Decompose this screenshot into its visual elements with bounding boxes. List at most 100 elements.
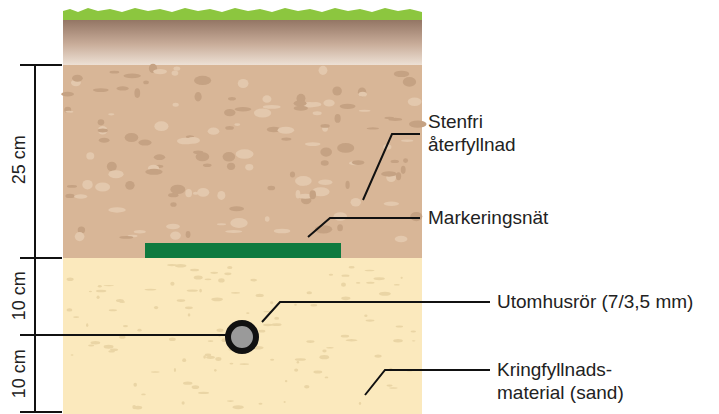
sand-grain — [386, 385, 392, 387]
sand-grain — [394, 284, 400, 286]
texture-blob — [396, 172, 401, 180]
sand-grain — [215, 357, 221, 361]
texture-blob — [229, 206, 244, 211]
texture-blob — [403, 77, 416, 87]
texture-blob — [173, 103, 179, 107]
sand-grain — [187, 289, 198, 291]
sand-texture — [67, 264, 416, 410]
texture-blob — [408, 98, 422, 106]
sand-grain — [188, 313, 191, 316]
sand-grain — [86, 323, 88, 327]
sand-grain — [109, 309, 117, 311]
texture-blob — [170, 185, 185, 194]
sand-grain — [210, 272, 218, 274]
texture-blob — [391, 160, 399, 163]
sand-grain — [366, 282, 374, 284]
texture-blob — [125, 133, 139, 142]
sand-grain — [194, 276, 203, 280]
texture-blob — [401, 139, 413, 141]
texture-blob — [238, 79, 249, 88]
sand-grain — [349, 266, 355, 268]
texture-blob — [138, 140, 151, 146]
texture-blob — [267, 186, 275, 191]
texture-blob — [143, 81, 149, 85]
sand-grain — [145, 289, 157, 291]
texture-blob — [384, 201, 399, 206]
sand-grain — [205, 354, 211, 357]
texture-blob — [320, 148, 332, 157]
sand-grain — [190, 269, 199, 272]
texture-blob — [234, 107, 251, 111]
texture-blob — [228, 97, 236, 101]
dimension-lines — [20, 65, 226, 413]
sand-grain — [123, 325, 128, 327]
texture-blob — [359, 110, 371, 112]
texture-blob — [196, 152, 210, 161]
sand-grain — [396, 326, 403, 328]
sand-grain — [270, 301, 273, 304]
dimension-label: 25 cm — [9, 133, 31, 186]
sand-grain — [169, 337, 176, 341]
texture-blob — [305, 142, 321, 146]
texture-blob — [290, 172, 295, 178]
sand-grain — [167, 264, 177, 266]
sand-grain — [319, 355, 329, 359]
texture-blob — [170, 231, 181, 239]
sand-grain — [313, 371, 322, 374]
sand-grain — [341, 275, 349, 277]
texture-blob — [352, 160, 364, 165]
texture-blob — [61, 92, 74, 97]
sand-grain — [346, 339, 358, 341]
grass-strip — [63, 8, 422, 20]
sand-grain — [224, 272, 231, 275]
texture-blob — [98, 126, 107, 135]
sand-grain — [185, 306, 193, 309]
sand-grain — [97, 295, 100, 299]
sand-grain — [401, 277, 403, 279]
sand-grain — [393, 339, 403, 342]
part-label: Utomhusrör (7/3,5 mm) — [497, 291, 693, 314]
sand-grain — [294, 368, 298, 371]
leader-lines — [262, 134, 490, 395]
texture-blob — [262, 95, 271, 103]
texture-blob — [388, 118, 402, 121]
sand-grain — [322, 350, 326, 353]
sand-grain — [211, 297, 223, 301]
texture-blob — [95, 182, 110, 191]
texture-blob — [186, 137, 200, 144]
texture-blob — [109, 71, 119, 74]
texture-blob — [410, 212, 422, 221]
sand-grain — [205, 278, 212, 280]
texture-blob — [381, 171, 397, 176]
texture-blob — [170, 202, 176, 207]
sand-grain — [250, 279, 257, 282]
sand-grain — [365, 270, 375, 272]
texture-blob — [309, 190, 316, 199]
texture-blob — [265, 216, 270, 222]
texture-blob — [98, 129, 108, 133]
texture-blob — [351, 198, 361, 206]
sand-grain — [96, 290, 107, 293]
sand-grain — [306, 340, 314, 343]
texture-blob — [186, 231, 191, 238]
sand-grain — [198, 392, 209, 394]
sand-grain — [411, 330, 416, 332]
part-label: Markeringsnät — [428, 207, 548, 230]
sand-grain — [326, 347, 334, 349]
topsoil-layer — [63, 18, 422, 66]
sand-grain — [341, 297, 350, 301]
sand-grain — [366, 320, 375, 322]
sand-grain — [137, 329, 141, 332]
sand-grain — [297, 361, 300, 364]
texture-blob — [345, 181, 349, 189]
sand-grain — [199, 289, 202, 293]
dimension-label: 10 cm — [9, 347, 31, 400]
sand-grain — [258, 403, 262, 405]
sand-grain — [73, 316, 79, 318]
texture-blob — [335, 114, 341, 123]
texture-blob — [93, 88, 109, 92]
sand-grain — [214, 369, 217, 372]
sand-grain — [246, 312, 249, 314]
pipe — [228, 323, 256, 351]
